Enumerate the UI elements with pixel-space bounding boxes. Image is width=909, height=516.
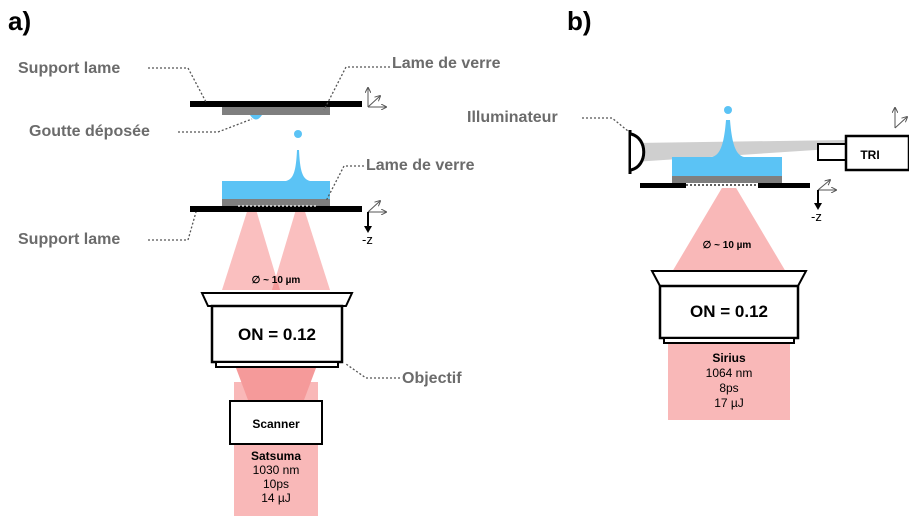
panel-a: a) -z [8,6,501,516]
objective-na-b: ON = 0.12 [690,302,768,321]
support-lame-bottom-a [190,206,362,212]
axis-minus-z-a: -z [362,232,373,247]
beam-cone-b [672,176,786,272]
beam-cone-left-a [222,196,280,290]
label-support-lame-bottom: Support lame [18,231,120,248]
laser-pulse-a: 10ps [263,477,289,491]
objective-rim-b [650,270,808,287]
laser-name-b: Sirius [712,351,746,365]
label-goutte-deposee: Goutte déposée [29,123,150,140]
axes-top-a [368,88,386,107]
camera-label-b: TRI [860,148,879,162]
leader-support-lame-bottom [148,211,197,241]
laser-energy-a: 14 µJ [261,491,291,505]
ejected-droplet-a [294,130,302,138]
liquid-film-a [222,150,330,199]
axes-top-b [895,108,907,129]
objective-na-a: ON = 0.12 [238,325,316,344]
ejected-droplet-b [724,106,732,114]
objective-rim-a [200,292,354,307]
illumination-beam-b [634,140,846,162]
laser-energy-b: 17 µJ [714,396,744,410]
panel-a-letter: a) [8,6,31,36]
axes-mid-a [364,201,386,233]
illuminator-lens-b [630,132,646,172]
leader-objectif [345,363,400,379]
goutte-deposee-a [250,115,262,120]
leader-goutte-deposee [178,118,253,133]
leader-support-lame-top [148,67,207,103]
support-lame-top-a [190,101,362,107]
beam-scanner-to-objective-a [236,368,316,400]
leader-lame-de-verre-mid [325,165,364,202]
camera-body-b [844,134,909,172]
spot-diameter-a: ∅ ~ 10 µm [252,275,301,286]
spot-diameter-b: ∅ ~ 10 µm [703,240,752,251]
label-lame-de-verre-mid: Lame de verre [366,157,475,174]
laser-wavelength-b: 1064 nm [706,366,753,380]
laser-pulse-b: 8ps [719,381,738,395]
leader-lame-de-verre-top [323,66,390,111]
liquid-film-b [672,120,782,176]
laser-beam-column-b [668,344,790,420]
label-lame-de-verre-top: Lame de verre [392,55,501,72]
panel-b: b) TRI -z [467,6,909,420]
leader-illuminateur [582,117,629,132]
label-support-lame-top: Support lame [18,60,120,77]
camera-lens-b [817,143,847,161]
axis-minus-z-b: -z [811,209,822,224]
objective-base-a [215,361,339,368]
objective-body-b [658,284,800,340]
label-illuminateur: Illuminateur [467,109,558,126]
laser-name-a: Satsuma [251,449,301,463]
axes-bottom-b [814,180,836,210]
laser-wavelength-a: 1030 nm [253,463,300,477]
label-objectif: Objectif [402,370,462,387]
panel-b-letter: b) [567,6,592,36]
scanner-box [229,400,323,445]
objective-base-b [663,337,795,344]
lame-de-verre-top-a [222,107,330,115]
lame-de-verre-b [672,176,782,183]
lame-de-verre-mid-a [222,199,330,206]
beam-cone-right-a [272,196,330,290]
scanner-label: Scanner [252,417,300,431]
beam-cone-overlap-a [272,276,280,290]
